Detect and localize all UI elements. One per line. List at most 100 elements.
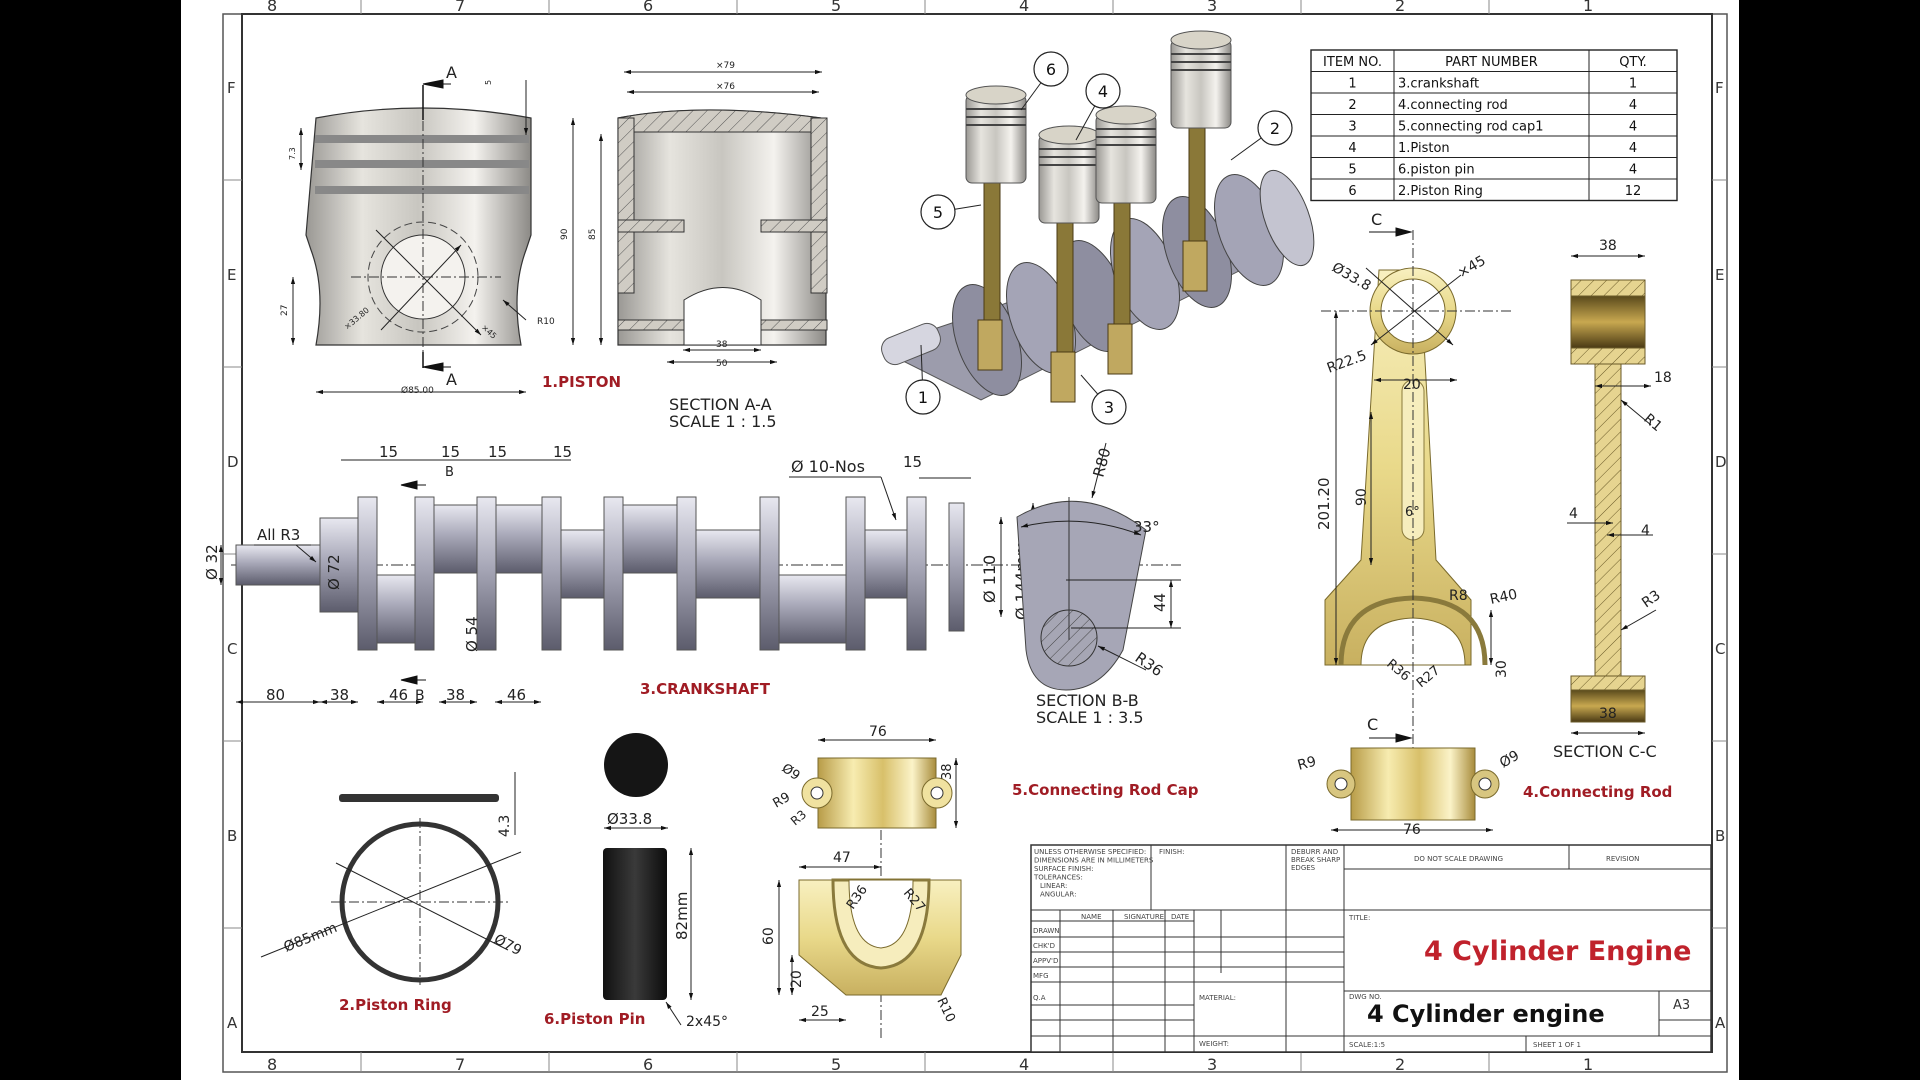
zone-col-top: 8 xyxy=(267,0,277,15)
tb-material: MATERIAL: xyxy=(1199,994,1236,1002)
zone-row-right: E xyxy=(1715,266,1724,284)
crank-web xyxy=(759,496,780,651)
iso-rod-cap xyxy=(1182,240,1208,292)
balloon-1 xyxy=(905,379,941,415)
tb-role-drawn: DRAWN xyxy=(1033,927,1060,935)
crank-pin xyxy=(560,529,605,599)
dim-top: 5 xyxy=(484,80,493,85)
tb-note: DIMENSIONS ARE IN MILLIMETERS xyxy=(1034,857,1154,865)
balloon-number: 6 xyxy=(1046,60,1056,79)
section-arrow xyxy=(1369,227,1413,237)
dim-top-1: 15 xyxy=(379,443,398,461)
crank-web xyxy=(414,496,435,651)
leader-line xyxy=(880,476,897,521)
section-cc-view: 38 18 R1 4 4 R3 38 SECTION C-C xyxy=(1553,238,1672,761)
tb-finish: FINISH: xyxy=(1159,848,1184,856)
dim-cap-height: 38 xyxy=(940,763,955,780)
zone-col-bottom: 4 xyxy=(1019,1055,1029,1074)
ring-top-view xyxy=(339,821,501,983)
bom-qty: 1 xyxy=(1629,77,1637,92)
pin-cutout xyxy=(683,287,762,346)
section-cc-bottom-bore xyxy=(1570,689,1646,723)
dim-bolt-circle: Ø 110 xyxy=(980,555,999,603)
connecting-rod-view: Ø33.8 ×45 R22.5 20 201.20 90 6° R8 R40 R… xyxy=(1296,210,1673,838)
dim-pin-offset: 27 xyxy=(280,305,290,316)
bom-frame xyxy=(1310,49,1678,202)
tb-revision: REVISION xyxy=(1606,855,1639,863)
cap-bore xyxy=(848,879,914,949)
zone-col-bottom: 6 xyxy=(643,1055,653,1074)
balloon-6 xyxy=(1033,51,1069,87)
dim-cap-w: 76 xyxy=(1403,822,1421,838)
crank-web xyxy=(603,496,624,651)
tb-note: TOLERANCES: xyxy=(1033,874,1083,882)
bom-item-no: 5 xyxy=(1348,163,1356,178)
leader-line xyxy=(502,299,527,321)
dim-total-h: 60 xyxy=(761,927,777,945)
dim-line xyxy=(260,851,522,958)
bom-item-no: 4 xyxy=(1348,141,1356,156)
dim-line xyxy=(380,244,462,331)
iso-piston-crown xyxy=(965,85,1027,105)
dim-corner: R10 xyxy=(933,995,957,1025)
crank-pin xyxy=(864,529,908,599)
dim-top-w: 38 xyxy=(1599,238,1617,254)
section-bb-scale: SCALE 1 : 3.5 xyxy=(1036,708,1144,727)
dim-slot: 90 xyxy=(1354,488,1370,506)
boss-hatch xyxy=(760,219,828,233)
iso-rod-cap xyxy=(977,319,1003,371)
zone-col-top: 2 xyxy=(1395,0,1405,15)
iso-rod xyxy=(983,179,1001,341)
dim-outer-w: 50 xyxy=(716,359,728,369)
dim-line xyxy=(1365,267,1454,346)
drawing-title: 4 Cylinder Engine xyxy=(1424,936,1691,967)
crank-web xyxy=(357,496,378,651)
crank-pin xyxy=(495,504,543,574)
iso-flange xyxy=(1259,169,1315,267)
piston-ring-label: 2.Piston Ring xyxy=(339,996,452,1014)
dim-width: 20 xyxy=(1403,377,1421,393)
dim-piston-dia: Ø85.00 xyxy=(401,385,434,396)
ring-side-view xyxy=(339,794,499,802)
dim-hole: Ø9 xyxy=(1497,748,1522,772)
ring-groove xyxy=(315,135,529,143)
bom-item-no: 3 xyxy=(1348,120,1356,135)
dim-top-2: 15 xyxy=(441,443,460,461)
zone-row-right: A xyxy=(1715,1014,1726,1032)
dim-inner: ×76 xyxy=(716,82,735,92)
zone-col-bottom: 1 xyxy=(1583,1055,1593,1074)
dim-pin: Ø 54 xyxy=(463,616,481,652)
bom-part-number: 3.crankshaft xyxy=(1398,77,1479,92)
section-arrow xyxy=(422,79,451,89)
tb-note: LINEAR: xyxy=(1040,882,1067,890)
bom-header: PART NUMBER xyxy=(1445,55,1538,70)
tb-notes: UNLESS OTHERWISE SPECIFIED:DIMENSIONS AR… xyxy=(1033,848,1154,899)
dim-radius-bottom: R36 xyxy=(1132,649,1167,681)
balloon-5 xyxy=(920,194,956,230)
iso-piston-crown xyxy=(1038,125,1100,145)
section-marker-b: B xyxy=(415,688,425,704)
section-cc-top-bore xyxy=(1570,295,1646,349)
section-marker-c-bottom: C xyxy=(1367,715,1378,734)
crank-pin xyxy=(695,529,761,599)
tb-role-qa: Q.A xyxy=(1033,994,1046,1002)
iso-piston-crown xyxy=(1170,30,1232,50)
section-arrow xyxy=(400,480,426,490)
rod-cap-view: 76 38 Ø9 R9 R3 47 60 20 25 R36 R27 R10 5… xyxy=(761,724,1199,1040)
dim-pin-length: 82mm xyxy=(673,892,691,940)
tb-role-mfg: MFG xyxy=(1033,972,1049,980)
wall-hatch-left xyxy=(617,117,635,294)
tb-role-chkd: CHK'D xyxy=(1033,942,1055,950)
crank-pin xyxy=(376,574,416,644)
zone-row-right: B xyxy=(1715,827,1725,845)
tb-title-label: TITLE: xyxy=(1348,914,1370,922)
section-aa-view: ×79 ×76 85 38 50 SECTION A-A SCALE 1 : 1… xyxy=(588,61,828,431)
section-marker-top: A xyxy=(446,63,457,82)
balloon-number: 3 xyxy=(1104,398,1114,417)
bolt-hole xyxy=(1334,777,1348,791)
dim-line xyxy=(1370,274,1462,346)
zone-col-top: 7 xyxy=(455,0,465,15)
